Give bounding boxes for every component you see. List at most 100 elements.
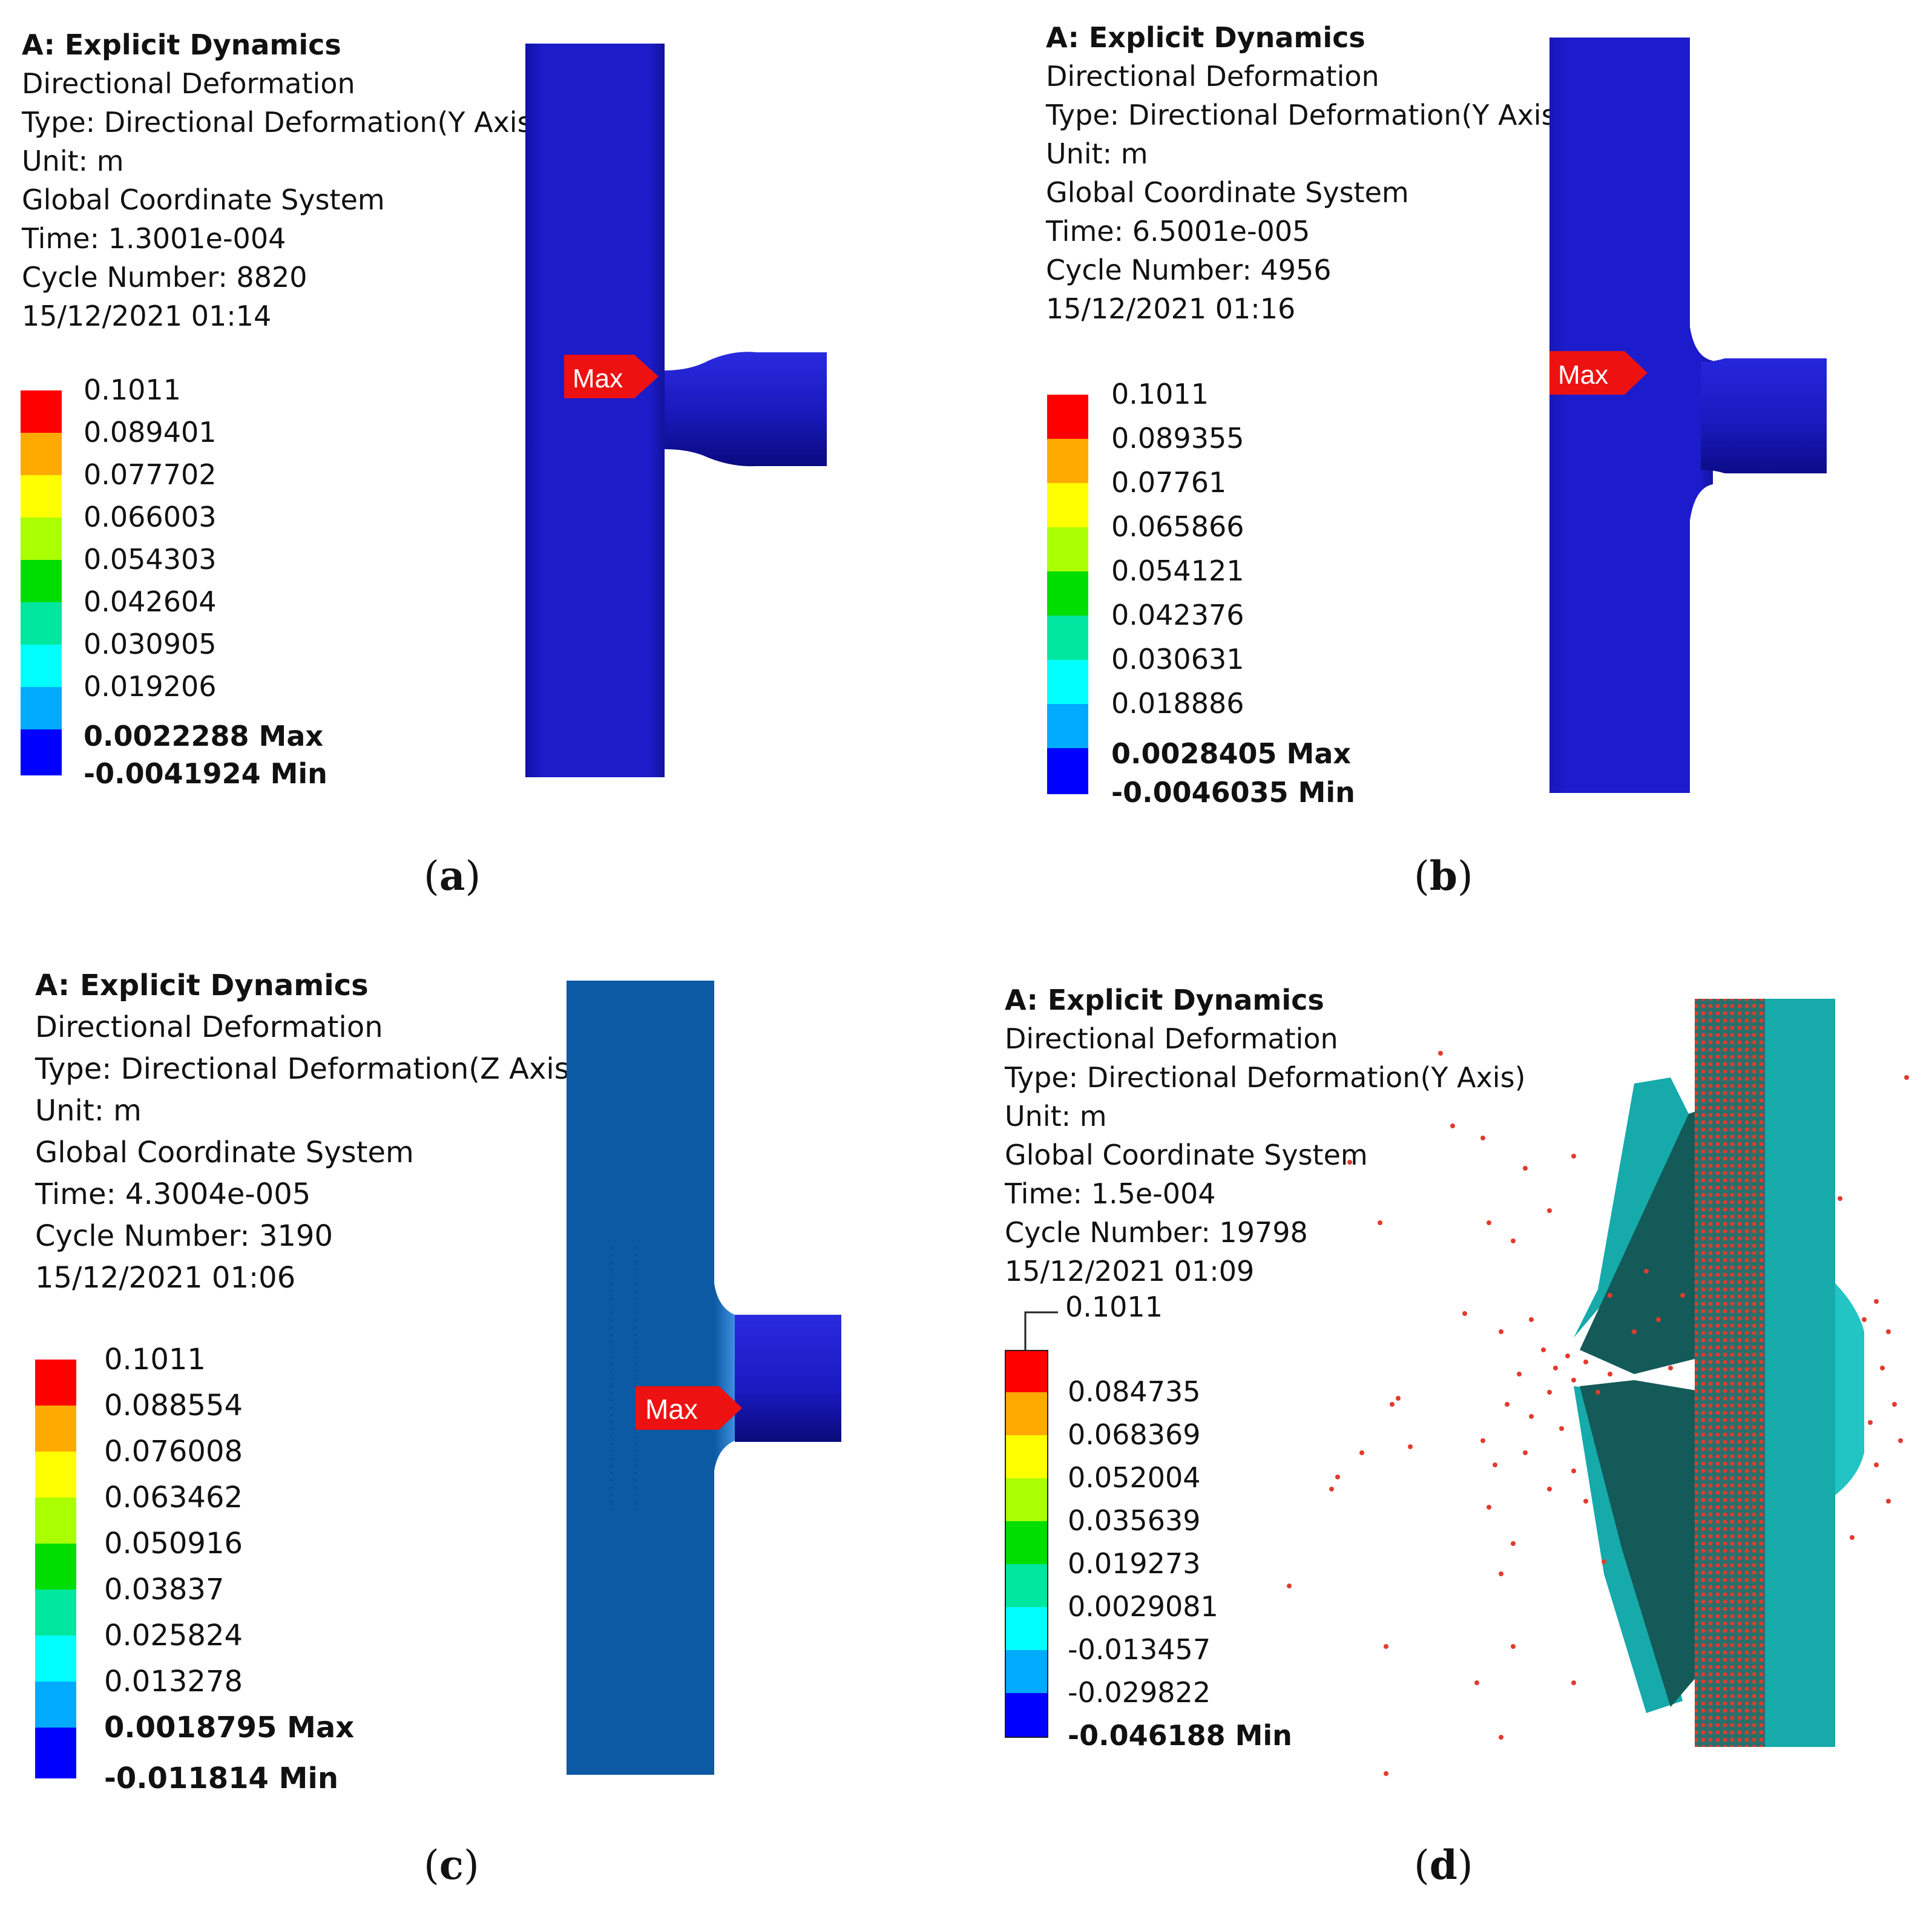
legend-min-label: -0.0046035 Min: [1111, 776, 1355, 809]
timestamp: 15/12/2021 01:14: [22, 300, 272, 332]
legend-label: 0.042604: [84, 585, 217, 618]
legend-swatch: [1047, 748, 1088, 794]
legend-label: 0.089401: [84, 416, 217, 449]
legend-swatch: [1005, 1435, 1048, 1478]
legend-swatch: [21, 687, 62, 729]
legend-label: 0.03837: [104, 1573, 225, 1607]
legend-max-label: 0.0022288 Max: [84, 720, 324, 752]
legend-label: 0.019206: [84, 670, 217, 703]
particle-grid: [1695, 999, 1765, 1747]
result-type: Type: Directional Deformation(Y Axis): [22, 106, 543, 139]
coordinate-system: Global Coordinate System: [1005, 1139, 1368, 1171]
plate: [1549, 38, 1713, 793]
unit-label: Unit: m: [22, 145, 124, 177]
legend-max-label: 0.0028405 Max: [1111, 737, 1352, 770]
analysis-title: A: Explicit Dynamics: [35, 969, 369, 1002]
info-block-b: A: Explicit Dynamics Directional Deforma…: [1046, 18, 1567, 328]
caption-b: (b): [1414, 852, 1473, 900]
legend-label: 0.1011: [1111, 378, 1209, 410]
analysis-title: A: Explicit Dynamics: [1046, 21, 1365, 54]
max-probe-tag: [1549, 351, 1648, 395]
legend-swatch: [21, 729, 62, 775]
legend-label: -0.029822: [1068, 1676, 1211, 1709]
legend-swatch: [1047, 439, 1088, 483]
legend-swatch: [21, 390, 62, 433]
legend-label: 0.1011: [84, 373, 181, 406]
time-label: Time: 4.3004e-005: [35, 1177, 311, 1211]
legend-swatch: [35, 1682, 76, 1728]
legend-swatch: [35, 1452, 76, 1498]
legend-label: 0.019273: [1068, 1547, 1201, 1580]
fillet-bulge: [1835, 1283, 1864, 1495]
legend-label: 0.030631: [1111, 643, 1244, 676]
cycle-number: Cycle Number: 3190: [35, 1219, 333, 1253]
legend-leader-line: [1024, 1311, 1058, 1350]
legend-label: 0.077702: [84, 458, 217, 491]
plate: [525, 44, 665, 777]
legend-swatch: [1005, 1693, 1048, 1738]
max-probe-label: Max: [1558, 360, 1608, 390]
legend-label: 0.052004: [1068, 1461, 1201, 1494]
legend-swatch: [1005, 1478, 1048, 1521]
legend-label: 0.042376: [1111, 599, 1244, 631]
legend-swatch: [1047, 571, 1088, 616]
legend-label: 0.0029081: [1068, 1590, 1218, 1623]
timestamp: 15/12/2021 01:16: [1046, 292, 1296, 325]
legend-label: 0.089355: [1111, 422, 1244, 455]
info-block-c: A: Explicit Dynamics Directional Deforma…: [35, 965, 580, 1299]
analysis-title: A: Explicit Dynamics: [1005, 984, 1324, 1016]
unit-label: Unit: m: [1046, 137, 1148, 170]
legend-swatch: [1005, 1350, 1048, 1393]
legend-swatch: [21, 433, 62, 475]
result-type: Type: Directional Deformation(Y Axis): [1046, 99, 1567, 131]
legend-label: 0.088554: [104, 1389, 243, 1423]
legend-swatch: [1005, 1607, 1048, 1650]
cycle-number: Cycle Number: 8820: [22, 261, 307, 294]
fragment: [1580, 1108, 1707, 1374]
legend-swatch: [21, 602, 62, 645]
legend-label: 0.013278: [104, 1665, 243, 1699]
legend-swatch: [1047, 483, 1088, 527]
fragment: [1574, 1077, 1689, 1338]
legend-swatch: [1047, 395, 1088, 439]
debris-particles: [1287, 1051, 1909, 1776]
legend-label: 0.035639: [1068, 1504, 1201, 1537]
model-view-b: Max: [1549, 38, 1827, 793]
projectile: [665, 352, 827, 467]
legend-label: 0.054121: [1111, 554, 1244, 587]
legend-swatch: [1005, 1564, 1048, 1607]
legend-swatch: [1005, 1392, 1048, 1435]
legend-label: -0.013457: [1068, 1633, 1211, 1666]
max-probe-tag: [636, 1386, 742, 1430]
max-probe-label: Max: [645, 1393, 698, 1425]
unit-label: Unit: m: [1005, 1100, 1107, 1133]
projectile: [735, 1315, 841, 1442]
model-view-c: Max: [567, 981, 841, 1775]
legend-swatch: [21, 560, 62, 602]
unit-label: Unit: m: [35, 1094, 142, 1128]
result-name: Directional Deformation: [1005, 1022, 1338, 1055]
analysis-title: A: Explicit Dynamics: [22, 28, 341, 61]
legend-label: 0.084735: [1068, 1375, 1201, 1408]
legend-min-label: -0.0041924 Min: [84, 757, 327, 790]
legend-label: 0.018886: [1111, 687, 1244, 720]
time-label: Time: 1.5e-004: [1005, 1177, 1216, 1210]
legend-swatch: [35, 1406, 76, 1452]
legend-label: 0.025824: [104, 1619, 243, 1653]
legend-label: 0.050916: [104, 1527, 243, 1561]
coordinate-system: Global Coordinate System: [1046, 176, 1409, 209]
legend-label: 0.063462: [104, 1481, 243, 1515]
result-type: Type: Directional Deformation(Z Axis): [35, 1052, 581, 1086]
coordinate-system: Global Coordinate System: [22, 183, 385, 216]
legend-swatch: [35, 1636, 76, 1682]
legend-swatch: [35, 1360, 76, 1406]
info-block-d: A: Explicit Dynamics Directional Deforma…: [1005, 981, 1526, 1291]
legend-swatch: [35, 1590, 76, 1636]
result-name: Directional Deformation: [22, 67, 355, 100]
time-label: Time: 6.5001e-005: [1046, 215, 1310, 248]
legend-min-label: -0.046188 Min: [1068, 1719, 1292, 1752]
legend-swatch: [1047, 660, 1088, 704]
legend-swatch: [1047, 616, 1088, 660]
legend-max-label: 0.0018795 Max: [104, 1711, 355, 1745]
legend-label: 0.065866: [1111, 510, 1244, 543]
